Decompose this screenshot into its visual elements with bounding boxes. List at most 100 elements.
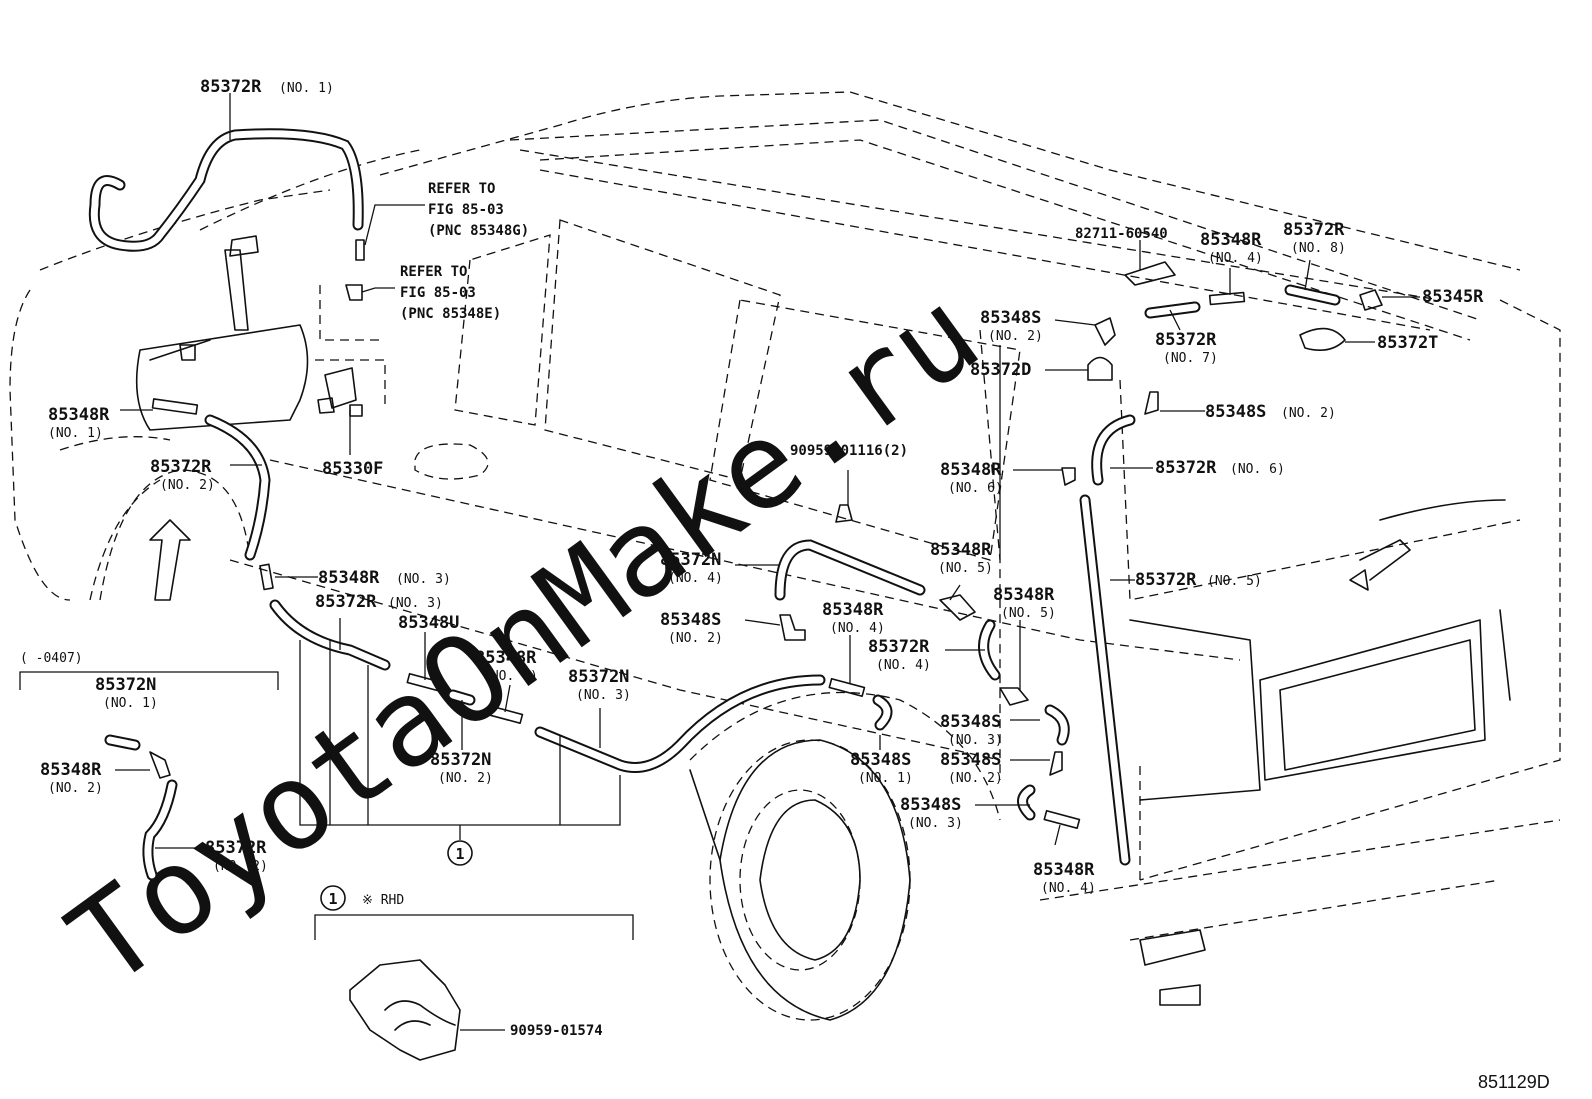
callout-85372T: 85372T xyxy=(1377,333,1438,353)
vehicle-outline xyxy=(9,91,1561,1021)
svg-text:(NO. 4): (NO. 4) xyxy=(876,658,931,673)
callout-85348S-no2-d: 85348S (NO. 2) xyxy=(980,308,1043,344)
svg-text:(NO. 6): (NO. 6) xyxy=(948,481,1003,496)
svg-text:FIG 85-03: FIG 85-03 xyxy=(400,285,476,301)
svg-text:85372R: 85372R xyxy=(1155,330,1217,350)
svg-text:85348R: 85348R xyxy=(475,648,537,668)
callout-85348S-no2-b: 85348S (NO. 2) xyxy=(940,750,1003,786)
rhd-bracket xyxy=(314,914,634,940)
callout-90959-01116: 90959-01116(2) xyxy=(790,443,908,459)
callout-85348S-no2-c: 85348S (NO. 2) xyxy=(1205,402,1336,422)
callout-85372N-no4: 85372N (NO. 4) xyxy=(660,550,723,586)
direction-arrow xyxy=(149,519,191,601)
svg-text:85372R: 85372R xyxy=(205,838,267,858)
svg-text:(NO. 2): (NO. 2) xyxy=(988,329,1043,344)
svg-text:(NO. 7): (NO. 7) xyxy=(1163,351,1218,366)
svg-text:85372N: 85372N xyxy=(660,550,721,570)
svg-text:(NO. 4): (NO. 4) xyxy=(483,669,538,684)
callout-85372R-no2: 85372R (NO. 2) xyxy=(150,457,215,493)
leader-lines xyxy=(115,93,1420,849)
svg-text:85348R: 85348R xyxy=(1200,230,1262,250)
callout-85372R-no6: 85372R (NO. 6) xyxy=(1155,458,1285,478)
svg-text:85348R: 85348R xyxy=(40,760,102,780)
hose-clamp-90959-01574 xyxy=(349,959,461,1061)
variant-bracket xyxy=(19,671,279,690)
svg-text:85372N: 85372N xyxy=(568,667,629,687)
svg-text:85330F: 85330F xyxy=(322,459,383,479)
svg-text:85348S: 85348S xyxy=(850,750,911,770)
svg-text:85348R: 85348R xyxy=(993,585,1055,605)
callout-85372R-no5: 85372R (NO. 5) xyxy=(1135,570,1262,590)
svg-text:85372D: 85372D xyxy=(970,360,1031,380)
svg-text:85372R: 85372R xyxy=(315,592,377,612)
rhd-marker-circle xyxy=(320,885,346,911)
callout-85372R-no4: 85372R (NO. 4) xyxy=(868,637,931,673)
svg-text:(NO. 1): (NO. 1) xyxy=(858,771,913,786)
rear-tailgate-detail xyxy=(689,499,1511,1021)
callout-85330F: 85330F xyxy=(322,459,383,479)
svg-text:85348S: 85348S xyxy=(900,795,961,815)
washer-tank xyxy=(135,235,309,431)
diagram-id: 851129D xyxy=(1478,1072,1550,1092)
callout-85348R-no4-d: 85348R (NO. 4) xyxy=(1200,230,1263,266)
callout-85348R-no3: 85348R (NO. 3) xyxy=(318,568,451,588)
group-marker-circle xyxy=(447,840,473,866)
svg-text:(NO. 2): (NO. 2) xyxy=(438,771,493,786)
callout-85348S-no3-b: 85348S (NO. 3) xyxy=(900,795,963,831)
refer-note-2: REFER TO FIG 85-03 (PNC 85348E) xyxy=(400,264,501,322)
svg-text:(NO. 4): (NO. 4) xyxy=(830,621,885,636)
callout-85348S-no1: 85348S (NO. 1) xyxy=(850,750,913,786)
svg-text:85372T: 85372T xyxy=(1377,333,1438,353)
callout-85372R-no2-inset: 85372R (NO. 2) xyxy=(205,838,268,874)
svg-text:85348R: 85348R xyxy=(822,600,884,620)
callout-85348R-no2: 85348R (NO. 2) xyxy=(40,760,103,796)
svg-text:85372R: 85372R xyxy=(868,637,930,657)
hoses xyxy=(88,128,1341,881)
callout-85372D: 85372D xyxy=(970,360,1031,380)
callout-85372N-no1: 85372N (NO. 1) xyxy=(95,675,158,711)
svg-text:85348R: 85348R xyxy=(1033,860,1095,880)
svg-text:(NO. 3): (NO. 3) xyxy=(576,688,631,703)
callout-85348S-no2-a: 85348S (NO. 2) xyxy=(660,610,723,646)
svg-text:(NO. 2): (NO. 2) xyxy=(160,478,215,493)
svg-text:(NO. 1): (NO. 1) xyxy=(48,426,103,441)
svg-text:(NO. 2): (NO. 2) xyxy=(668,631,723,646)
callout-85372N-no3: 85372N (NO. 3) xyxy=(568,667,631,703)
svg-text:(NO. 8): (NO. 8) xyxy=(1291,241,1346,256)
callout-85372R-no7: 85372R (NO. 7) xyxy=(1155,330,1218,366)
svg-text:REFER TO: REFER TO xyxy=(400,264,467,280)
callout-90959-01574: 90959-01574 xyxy=(510,1023,603,1039)
svg-text:85372R: 85372R xyxy=(1155,458,1217,478)
svg-text:85348U: 85348U xyxy=(398,613,459,633)
callout-85348R-no4-b: 85348R (NO. 4) xyxy=(822,600,885,636)
svg-text:(NO. 5): (NO. 5) xyxy=(1001,606,1056,621)
svg-text:(NO. 3): (NO. 3) xyxy=(948,733,1003,748)
svg-text:REFER TO: REFER TO xyxy=(428,181,495,197)
svg-text:85348R: 85348R xyxy=(48,405,110,425)
callout-85348R-no6: 85348R (NO. 6) xyxy=(940,460,1003,496)
svg-text:85372N: 85372N xyxy=(95,675,156,695)
callout-85348S-no3-a: 85348S (NO. 3) xyxy=(940,712,1003,748)
callout-85348R-no1: 85348R (NO. 1) xyxy=(48,405,110,441)
svg-text:(NO. 5): (NO. 5) xyxy=(1207,574,1262,589)
watermark: ToyotaOnMake.ru xyxy=(45,264,1003,1013)
svg-text:(PNC 85348E): (PNC 85348E) xyxy=(400,306,501,322)
svg-text:(NO. 3): (NO. 3) xyxy=(908,816,963,831)
rhd-marker: 1 xyxy=(328,890,337,908)
svg-text:90959-01574: 90959-01574 xyxy=(510,1023,603,1039)
svg-text:90959-01116(2): 90959-01116(2) xyxy=(790,443,908,459)
svg-text:82711-60540: 82711-60540 xyxy=(1075,226,1168,242)
svg-text:85348S: 85348S xyxy=(940,750,1001,770)
svg-text:85348R: 85348R xyxy=(930,540,992,560)
svg-text:85348R: 85348R xyxy=(940,460,1002,480)
svg-text:85372R: 85372R xyxy=(150,457,212,477)
callout-85348R-no4-c: 85348R (NO. 4) xyxy=(1033,860,1096,896)
svg-text:(NO. 2): (NO. 2) xyxy=(948,771,1003,786)
svg-text:(NO. 2): (NO. 2) xyxy=(213,859,268,874)
svg-text:85348S: 85348S xyxy=(660,610,721,630)
svg-text:(NO. 3): (NO. 3) xyxy=(388,596,443,611)
svg-text:FIG 85-03: FIG 85-03 xyxy=(428,202,504,218)
callout-85372R-no8: 85372R (NO. 8) xyxy=(1283,220,1346,256)
callout-85372R-no3: 85372R (NO. 3) xyxy=(315,592,443,612)
